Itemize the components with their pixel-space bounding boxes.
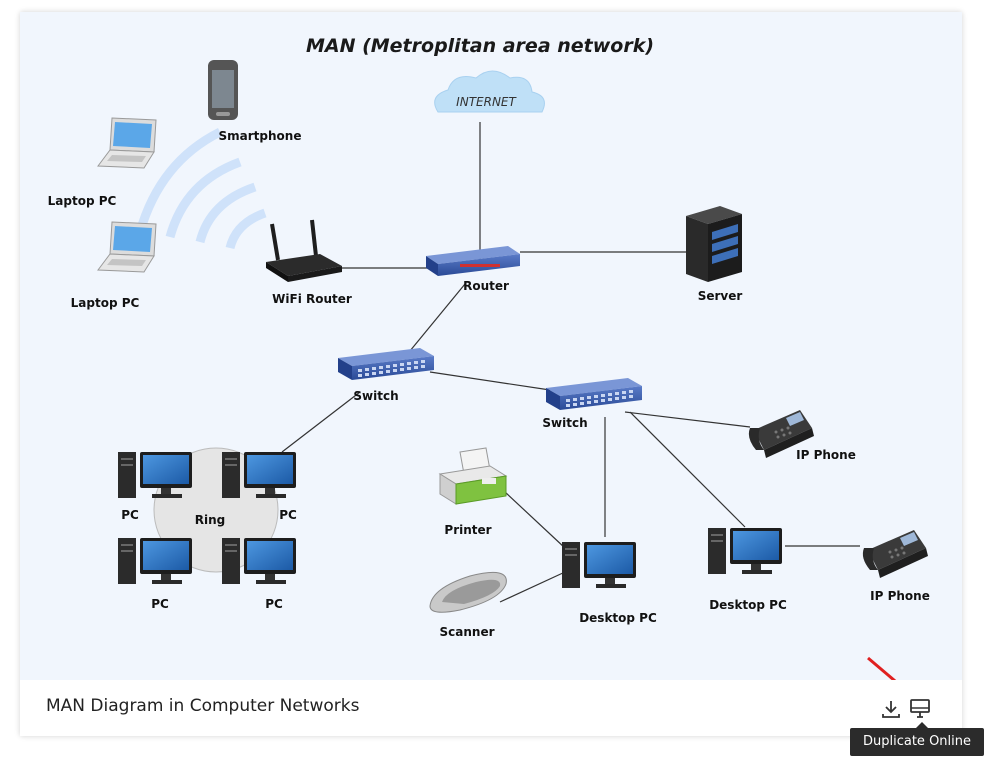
scanner-icon bbox=[429, 571, 507, 613]
monitor-icon[interactable] bbox=[908, 697, 932, 721]
desktop-pc-icon bbox=[562, 542, 636, 588]
connection-lines bbox=[281, 122, 860, 603]
router-label: Router bbox=[463, 279, 509, 293]
pc-icon bbox=[222, 538, 296, 584]
wifi-router-label: WiFi Router bbox=[272, 292, 352, 306]
router-icon bbox=[426, 246, 520, 276]
ip-phone-label-2: IP Phone bbox=[870, 589, 930, 603]
network-diagram: MAN (Metroplitan area network) INTERNET … bbox=[48, 35, 930, 698]
internet-cloud-icon bbox=[434, 70, 545, 113]
diagram-title: MAN (Metroplitan area network) bbox=[306, 35, 654, 57]
printer-icon bbox=[438, 447, 508, 505]
server-label: Server bbox=[698, 289, 743, 303]
card-title: MAN Diagram in Computer Networks bbox=[46, 696, 360, 716]
laptop-icon bbox=[97, 117, 157, 169]
pc-label-tl: PC bbox=[121, 508, 139, 522]
ip-phone-icon bbox=[862, 530, 928, 578]
wifi-waves-icon bbox=[135, 127, 267, 250]
pc-label-bl: PC bbox=[151, 597, 169, 611]
ring-label: Ring bbox=[195, 513, 226, 527]
smartphone-label: Smartphone bbox=[219, 129, 302, 143]
switch-icon bbox=[546, 378, 642, 410]
wifi-router-icon bbox=[266, 219, 342, 282]
card-footer: MAN Diagram in Computer Networks bbox=[20, 680, 962, 736]
download-icon[interactable] bbox=[880, 698, 902, 720]
laptop-label-2: Laptop PC bbox=[71, 296, 140, 310]
internet-label: INTERNET bbox=[456, 95, 517, 109]
pc-label-br: PC bbox=[265, 597, 283, 611]
desktop-label-2: Desktop PC bbox=[709, 598, 787, 612]
switch-label-2: Switch bbox=[542, 416, 587, 430]
tooltip: Duplicate Online bbox=[850, 722, 984, 756]
pointer-arrow-icon bbox=[867, 656, 914, 698]
desktop-label-1: Desktop PC bbox=[579, 611, 657, 625]
laptop-icon bbox=[97, 221, 157, 273]
pc-icon bbox=[118, 538, 192, 584]
scanner-label: Scanner bbox=[440, 625, 495, 639]
switch-label-1: Switch bbox=[353, 389, 398, 403]
laptop-label-1: Laptop PC bbox=[48, 194, 117, 208]
switch-icon bbox=[338, 348, 434, 380]
printer-label: Printer bbox=[444, 523, 491, 537]
ip-phone-label-1: IP Phone bbox=[796, 448, 856, 462]
smartphone-icon bbox=[208, 60, 238, 120]
diagram-card[interactable]: MAN (Metroplitan area network) INTERNET … bbox=[20, 12, 962, 736]
diagram-canvas: MAN (Metroplitan area network) INTERNET … bbox=[20, 12, 962, 698]
desktop-pc-icon bbox=[708, 528, 782, 574]
pc-label-tr: PC bbox=[279, 508, 297, 522]
server-icon bbox=[686, 206, 742, 282]
